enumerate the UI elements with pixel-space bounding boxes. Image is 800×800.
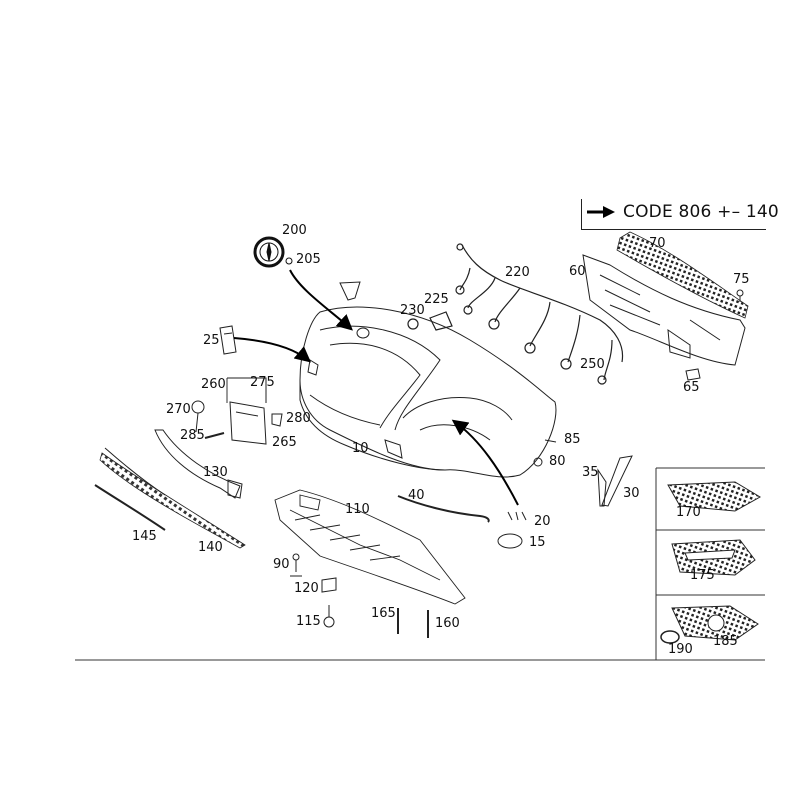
callout-20: 20 [534, 514, 551, 529]
callout-160: 160 [435, 616, 460, 631]
bumper-cover [299, 281, 557, 478]
fasteners [290, 439, 633, 638]
callout-90: 90 [273, 557, 290, 572]
callout-185: 185 [713, 634, 738, 649]
callout-130: 130 [203, 465, 228, 480]
callout-220: 220 [505, 265, 530, 280]
callout-205: 205 [296, 252, 321, 267]
arrow-right-icon [587, 206, 615, 218]
grille-175 [671, 539, 756, 576]
underbody-panel [274, 489, 466, 605]
callout-30: 30 [623, 486, 640, 501]
callout-140: 140 [198, 540, 223, 555]
callout-65: 65 [683, 380, 700, 395]
callout-115: 115 [296, 614, 321, 629]
callout-280: 280 [286, 411, 311, 426]
callout-10: 10 [352, 441, 369, 456]
callout-15: 15 [529, 535, 546, 550]
ring-190 [660, 630, 680, 644]
wiring-harness [407, 243, 624, 385]
callout-225: 225 [424, 292, 449, 307]
callout-165: 165 [371, 606, 396, 621]
callout-200: 200 [282, 223, 307, 238]
callout-275: 275 [250, 375, 275, 390]
trim-strip-145 [94, 484, 166, 531]
callout-170: 170 [676, 505, 701, 520]
clip-25 [219, 325, 237, 355]
callout-250: 250 [580, 357, 605, 372]
inset-frames [75, 467, 765, 661]
strip-40 [397, 495, 490, 523]
callout-75: 75 [733, 272, 750, 287]
callout-80: 80 [549, 454, 566, 469]
callout-265: 265 [272, 435, 297, 450]
callout-260: 260 [201, 377, 226, 392]
callout-110: 110 [345, 502, 370, 517]
moulding-130 [154, 429, 243, 499]
callout-145: 145 [132, 529, 157, 544]
callout-270: 270 [166, 402, 191, 417]
callout-230: 230 [400, 303, 425, 318]
grille-185 [671, 605, 759, 641]
code-legend-box [581, 199, 766, 230]
callout-285: 285 [180, 428, 205, 443]
code-legend-text: CODE 806 +– 140 [623, 202, 779, 222]
cover-15 [497, 511, 527, 549]
callout-40: 40 [408, 488, 425, 503]
callout-175: 175 [690, 568, 715, 583]
mesh-grille-140 [99, 447, 246, 549]
star-emblem [253, 236, 293, 268]
grille-170 [667, 481, 761, 512]
callout-85: 85 [564, 432, 581, 447]
grille-carrier [582, 231, 749, 381]
callout-70: 70 [649, 236, 666, 251]
callout-60: 60 [569, 264, 586, 279]
callout-35: 35 [582, 465, 599, 480]
callout-190: 190 [668, 642, 693, 657]
callout-120: 120 [294, 581, 319, 596]
callout-25: 25 [203, 333, 220, 348]
plate-bracket [191, 377, 283, 445]
